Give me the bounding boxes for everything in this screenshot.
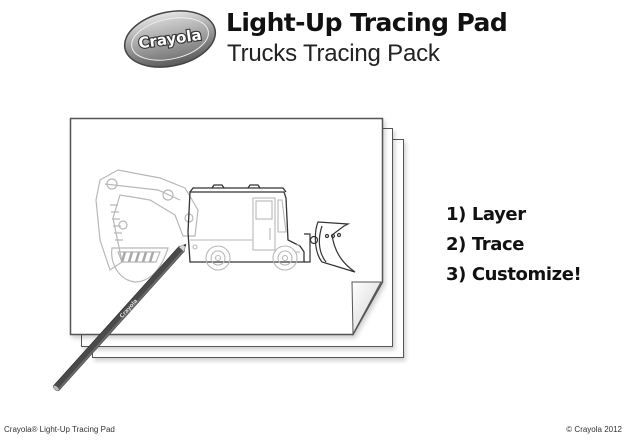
footer-copyright: © Crayola 2012 <box>566 425 622 434</box>
steps-list: 1) Layer 2) Trace 3) Customize! <box>446 200 582 290</box>
page-subtitle: Trucks Tracing Pack <box>227 40 440 67</box>
tracing-sheet-middle <box>81 128 393 347</box>
crayola-logo: Crayola <box>122 8 218 70</box>
page-title: Light-Up Tracing Pad <box>226 8 508 37</box>
step-customize: 3) Customize! <box>446 264 582 285</box>
crayola-logo-icon: Crayola <box>123 10 217 68</box>
footer-product-name: Crayola® Light-Up Tracing Pad <box>4 425 115 434</box>
step-trace: 2) Trace <box>446 234 525 255</box>
step-layer: 1) Layer <box>446 204 526 225</box>
